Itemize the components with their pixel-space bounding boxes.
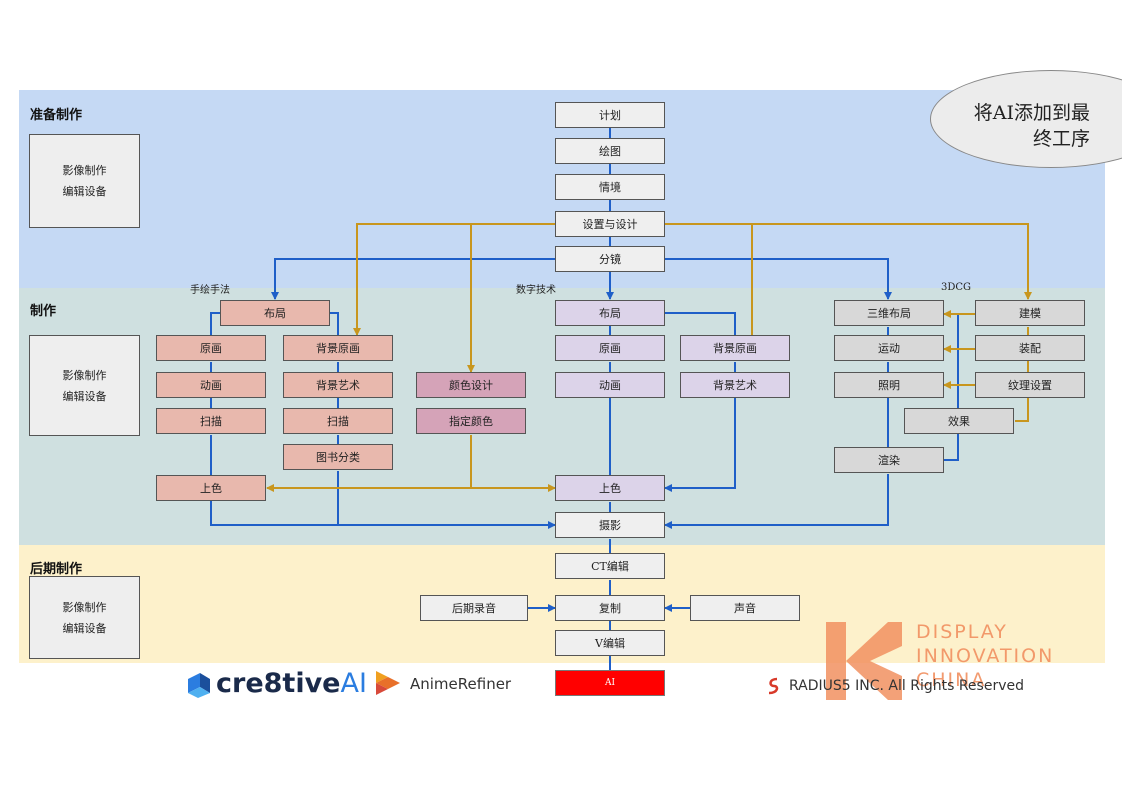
radius5-logo-icon	[768, 677, 779, 695]
node-scene: 情境	[555, 174, 665, 200]
node-hand-color: 上色	[156, 475, 266, 501]
node-ai: AI	[555, 670, 665, 696]
animerefiner-logo-text: AnimeRefiner	[410, 675, 512, 693]
node-sound: 声音	[690, 595, 800, 621]
node-3d-rigging: 装配	[975, 335, 1085, 361]
callout-text: 将AI添加到最 终工序	[973, 102, 1090, 150]
node-hand-anim: 动画	[156, 372, 266, 398]
node-hand-bg-key: 背景原画	[283, 335, 393, 361]
node-v-edit: V编辑	[555, 630, 665, 656]
node-3d-modeling: 建模	[975, 300, 1085, 326]
node-photography: 摄影	[555, 512, 665, 538]
section-label-3dcg: 3DCG	[941, 282, 972, 293]
side-box-prod: 影像制作编辑设备	[29, 335, 140, 436]
node-hand-scan: 扫描	[156, 408, 266, 434]
display-innovation-watermark-icon	[826, 622, 902, 700]
node-digital-bg-art: 背景艺术	[680, 372, 790, 398]
node-3d-render: 渲染	[834, 447, 944, 473]
node-digital-color: 上色	[555, 475, 665, 501]
side-box-pre: 影像制作编辑设备	[29, 134, 140, 228]
stage-title-pre: 准备制作	[30, 108, 83, 123]
node-ct-edit: CT编辑	[555, 553, 665, 579]
node-3d-lighting: 照明	[834, 372, 944, 398]
node-hand-bg-scan: 扫描	[283, 408, 393, 434]
node-dubbing: 复制	[555, 595, 665, 621]
node-color-assign: 指定颜色	[416, 408, 526, 434]
side-box-post: 影像制作编辑设备	[29, 576, 140, 659]
node-color-design: 颜色设计	[416, 372, 526, 398]
node-digital-anim: 动画	[555, 372, 665, 398]
node-digital-bg-key: 背景原画	[680, 335, 790, 361]
node-hand-layout: 布局	[220, 300, 330, 326]
node-setting-design: 设置与设计	[555, 211, 665, 237]
node-post-recording: 后期录音	[420, 595, 528, 621]
node-3d-effects: 效果	[904, 408, 1014, 434]
node-digital-key: 原画	[555, 335, 665, 361]
node-storyboard: 分镜	[555, 246, 665, 272]
node-plan: 计划	[555, 102, 665, 128]
copyright-text: RADIUS5 INC. All Rights Reserved	[789, 678, 1024, 694]
node-hand-bg-art: 背景艺术	[283, 372, 393, 398]
display-innovation-watermark-text: DISPLAY INNOVATION CHINA	[916, 621, 1055, 691]
cre8tive-logo-icon	[188, 673, 210, 698]
stage-title-prod: 制作	[30, 304, 57, 319]
stage-title-post: 后期制作	[30, 562, 83, 577]
node-digital-layout: 布局	[555, 300, 665, 326]
node-3d-layout: 三维布局	[834, 300, 944, 326]
cre8tive-logo-text: cre8tiveAI	[216, 668, 367, 699]
node-3d-motion: 运动	[834, 335, 944, 361]
section-label-hand: 手绘手法	[190, 285, 230, 296]
section-label-digital: 数字技术	[516, 285, 556, 296]
node-draw: 绘图	[555, 138, 665, 164]
animerefiner-logo-icon	[376, 671, 400, 695]
node-hand-book: 图书分类	[283, 444, 393, 470]
node-3d-texture: 纹理设置	[975, 372, 1085, 398]
node-hand-key: 原画	[156, 335, 266, 361]
